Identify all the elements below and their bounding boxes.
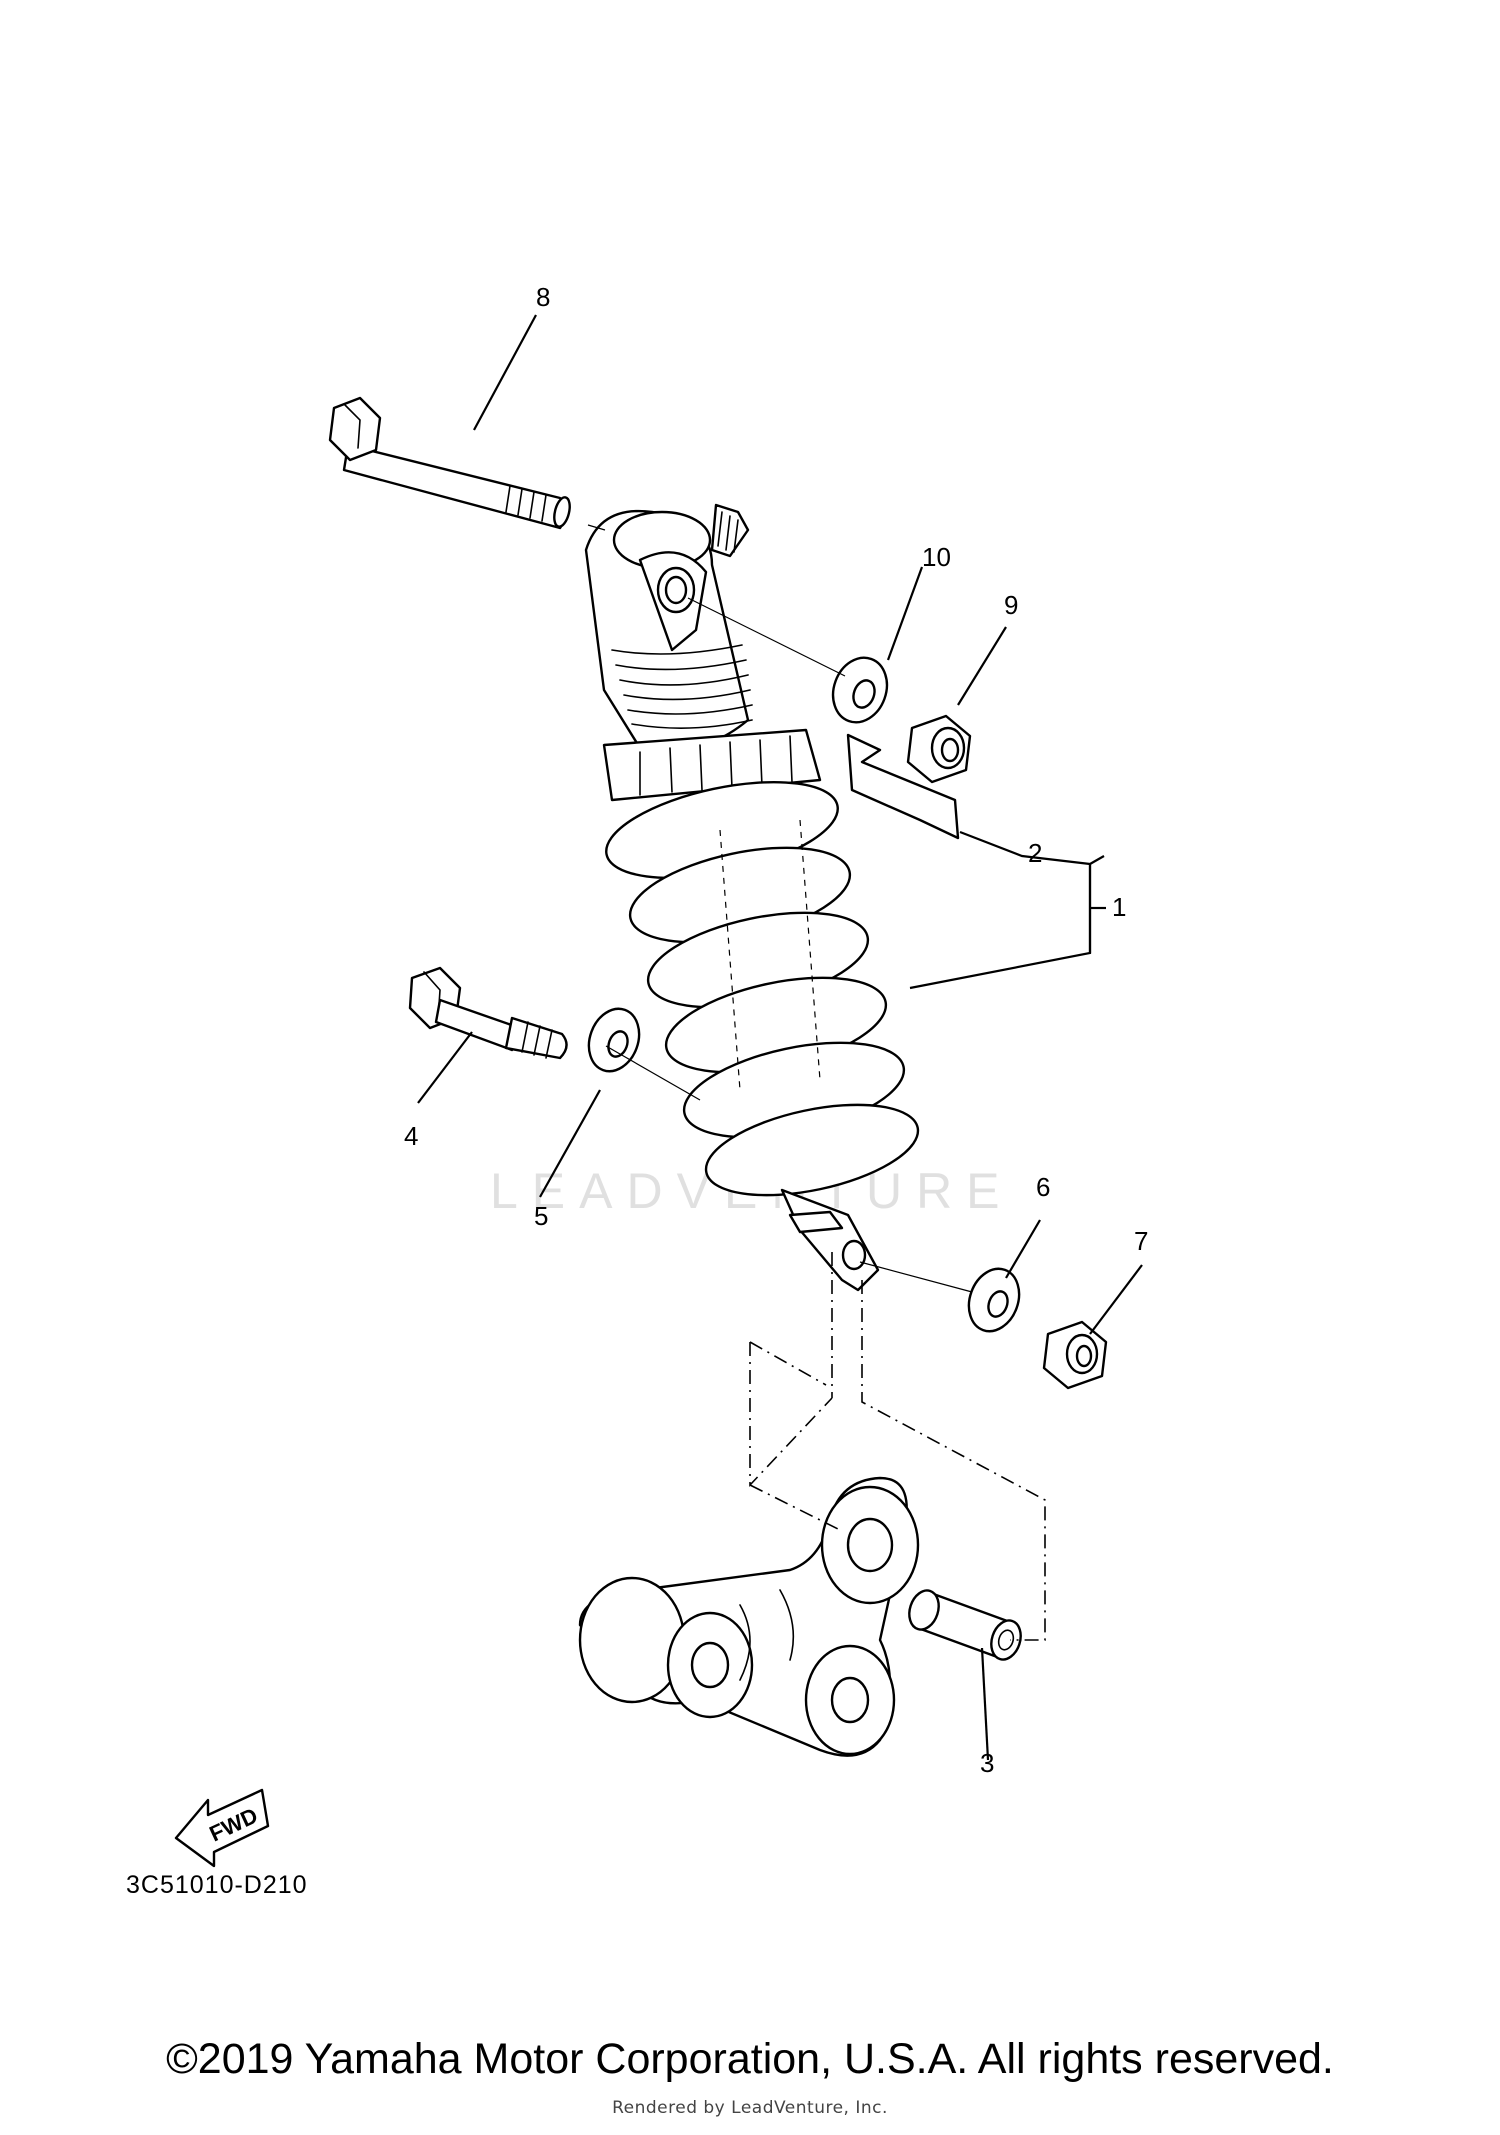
callout-2[interactable]: 2: [1028, 838, 1042, 868]
part-2-label[interactable]: [846, 733, 960, 840]
leader-lines: [417, 314, 1143, 1761]
callout-5[interactable]: 5: [534, 1201, 548, 1231]
part-3-collar[interactable]: [905, 1587, 1026, 1664]
part-9-nut[interactable]: [906, 714, 972, 784]
callout-10[interactable]: 10: [922, 542, 951, 572]
part-1-rear-shock-absorber[interactable]: [584, 503, 926, 1292]
callout-8[interactable]: 8: [536, 282, 550, 312]
part-4-bolt[interactable]: [408, 966, 568, 1060]
rendered-by-text: Rendered by LeadVenture, Inc.: [612, 2098, 888, 2118]
relay-arm-linkage: [578, 1476, 920, 1757]
callout-3[interactable]: 3: [980, 1748, 994, 1778]
callout-7[interactable]: 7: [1134, 1226, 1148, 1256]
callout-6[interactable]: 6: [1036, 1172, 1050, 1202]
part-10-washer[interactable]: [824, 650, 895, 730]
part-7-nut[interactable]: [1042, 1320, 1108, 1390]
callout-1[interactable]: 1: [1112, 892, 1126, 922]
callout-9[interactable]: 9: [1004, 590, 1018, 620]
part-5-washer[interactable]: [581, 1002, 648, 1079]
part-6-washer[interactable]: [961, 1262, 1028, 1339]
callout-4[interactable]: 4: [404, 1121, 418, 1151]
assembly-line: [587, 524, 973, 1293]
part-8-bolt[interactable]: [328, 396, 572, 530]
fwd-arrow-icon: FWD: [174, 1788, 270, 1868]
diagram-code: 3C51010-D210: [126, 1871, 308, 1899]
connection-lines: [749, 1252, 1046, 1641]
copyright-text: ©2019 Yamaha Motor Corporation, U.S.A. A…: [166, 2035, 1334, 2083]
